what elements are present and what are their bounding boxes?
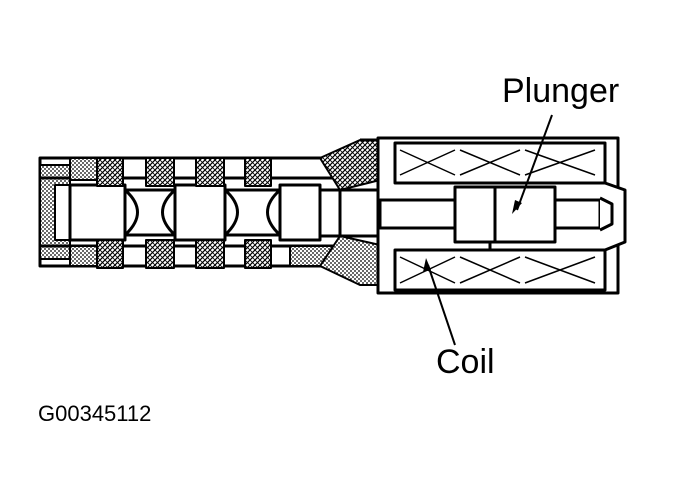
plunger-arrow bbox=[512, 200, 522, 214]
plunger-label: Plunger bbox=[502, 72, 619, 110]
seal-rings bbox=[69, 157, 341, 269]
coil-label: Coil bbox=[436, 343, 495, 381]
plunger-assembly bbox=[378, 185, 614, 250]
coil-arrow bbox=[423, 258, 431, 272]
figure-code: G00345112 bbox=[38, 401, 151, 426]
spool bbox=[68, 183, 382, 242]
plunger-leader bbox=[516, 114, 553, 211]
coil-leader bbox=[427, 264, 456, 346]
